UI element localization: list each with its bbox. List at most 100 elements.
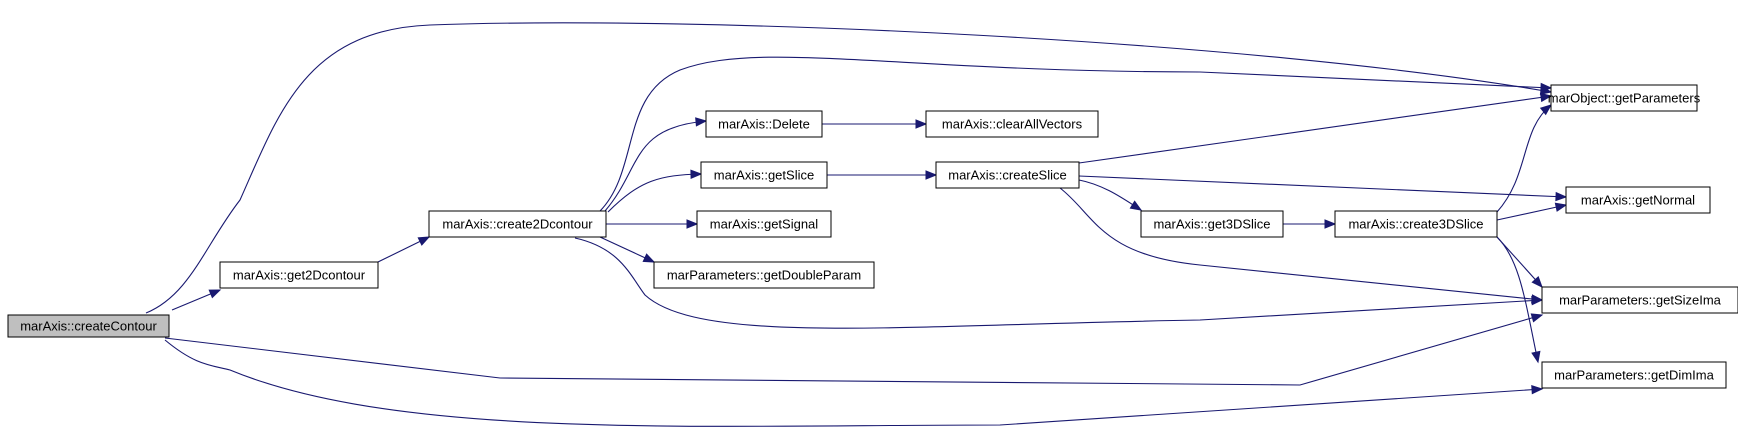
node-getSignal[interactable]: marAxis::getSignal <box>696 210 832 238</box>
node-label: marAxis::create2Dcontour <box>442 217 593 232</box>
arrowhead-icon <box>1129 200 1143 211</box>
edge-createSlice-to-get3DSlice <box>1078 179 1143 211</box>
edge-createContour-to-get2Dcontour <box>171 289 222 311</box>
arrowhead-icon <box>642 253 656 263</box>
edge-line <box>1496 104 1552 213</box>
node-label: marAxis::create3DSlice <box>1348 217 1483 232</box>
edge-createContour-to-getSizeIma <box>164 313 1544 386</box>
node-getNormal[interactable]: marAxis::getNormal <box>1565 186 1711 214</box>
node-getDimIma[interactable]: marParameters::getDimIma <box>1541 361 1727 389</box>
edge-create3DSlice-to-getNormal <box>1496 202 1568 221</box>
edge-line <box>1496 236 1539 363</box>
node-box[interactable] <box>1550 84 1698 112</box>
node-get3DSlice[interactable]: marAxis::get3DSlice <box>1140 210 1284 238</box>
edge-line <box>164 339 1543 427</box>
edge-Delete-to-clearAllVectors <box>822 119 928 129</box>
node-box[interactable] <box>1140 210 1284 238</box>
arrowhead-icon <box>417 236 431 246</box>
arrowhead-icon <box>1554 202 1568 212</box>
node-getSizeIma[interactable]: marParameters::getSizeIma <box>1541 286 1738 314</box>
arrowhead-icon <box>1555 191 1568 202</box>
node-clearAllVectors[interactable]: marAxis::clearAllVectors <box>925 110 1099 138</box>
call-graph-edges <box>145 22 1568 427</box>
node-label: marAxis::clearAllVectors <box>942 117 1083 132</box>
node-createContour[interactable]: marAxis::createContour <box>7 314 170 338</box>
arrowhead-icon <box>1531 294 1544 304</box>
node-get2Dcontour[interactable]: marAxis::get2Dcontour <box>219 261 379 289</box>
edge-line <box>1059 187 1543 301</box>
edge-create3DSlice-to-getParameters <box>1496 104 1553 213</box>
arrowhead-icon <box>1324 219 1337 229</box>
node-box[interactable] <box>925 110 1099 138</box>
edge-createSlice-to-getSizeIma <box>1059 187 1544 304</box>
node-createSlice[interactable]: marAxis::createSlice <box>935 161 1080 189</box>
edge-line <box>145 22 1552 314</box>
node-box[interactable] <box>935 161 1080 189</box>
edge-line <box>1496 204 1567 221</box>
edge-create2Dcontour-to-getSlice <box>607 169 703 213</box>
edge-line <box>164 314 1543 386</box>
node-label: marAxis::getNormal <box>1581 193 1695 208</box>
node-label: marAxis::Delete <box>718 117 810 132</box>
edge-create2Dcontour-to-getParameters <box>599 56 1553 212</box>
node-label: marAxis::getSlice <box>714 168 814 183</box>
node-box[interactable] <box>219 261 379 289</box>
node-label: marParameters::getDoubleParam <box>667 268 861 283</box>
call-graph-nodes: marAxis::createContour marAxis::get2Dcont… <box>7 84 1738 389</box>
edge-line <box>607 173 702 213</box>
node-box[interactable] <box>428 210 607 238</box>
node-box[interactable] <box>7 314 170 338</box>
arrowhead-icon <box>1531 384 1544 395</box>
arrowhead-icon <box>1531 276 1543 289</box>
arrowhead-icon <box>915 119 928 129</box>
arrowhead-icon <box>1540 82 1553 93</box>
node-box[interactable] <box>1565 186 1711 214</box>
arrowhead-icon <box>690 169 703 179</box>
node-label: marAxis::get2Dcontour <box>233 268 366 283</box>
edge-line <box>574 237 1543 329</box>
edge-createSlice-to-getNormal <box>1078 175 1568 202</box>
node-label: marAxis::createSlice <box>948 168 1066 183</box>
node-box[interactable] <box>1334 210 1498 238</box>
node-label: marAxis::get3DSlice <box>1153 217 1270 232</box>
node-create2Dcontour[interactable]: marAxis::create2Dcontour <box>428 210 607 238</box>
node-getParameters[interactable]: marObject::getParameters <box>1548 84 1701 112</box>
edge-create2Dcontour-to-getDoubleParam <box>599 236 656 263</box>
node-label: marParameters::getDimIma <box>1554 368 1714 383</box>
node-box[interactable] <box>700 161 828 189</box>
arrowhead-icon <box>208 289 222 299</box>
edge-line <box>1078 95 1552 164</box>
node-box[interactable] <box>1541 361 1727 389</box>
node-Delete[interactable]: marAxis::Delete <box>705 110 823 138</box>
node-label: marAxis::getSignal <box>710 217 818 232</box>
node-getSlice[interactable]: marAxis::getSlice <box>700 161 828 189</box>
node-box[interactable] <box>653 261 875 289</box>
edge-line <box>599 56 1552 212</box>
arrowhead-icon <box>1539 92 1553 103</box>
node-box[interactable] <box>696 210 832 238</box>
node-box[interactable] <box>1541 286 1738 314</box>
node-box[interactable] <box>705 110 823 138</box>
edge-create2Dcontour-to-getSignal <box>606 219 699 229</box>
edge-getSlice-to-createSlice <box>827 170 938 180</box>
node-label: marParameters::getSizeIma <box>1559 293 1722 308</box>
node-create3DSlice[interactable]: marAxis::create3DSlice <box>1334 210 1498 238</box>
edge-create3DSlice-to-getDimIma <box>1496 236 1541 364</box>
edge-line <box>604 120 707 212</box>
arrowhead-icon <box>925 170 938 180</box>
node-label: marObject::getParameters <box>1548 91 1701 106</box>
arrowhead-icon <box>1531 350 1541 364</box>
edge-createSlice-to-getParameters <box>1078 92 1553 164</box>
arrowhead-icon <box>1539 104 1553 116</box>
node-label: marAxis::createContour <box>20 319 157 334</box>
arrowhead-icon <box>695 117 708 127</box>
edge-createContour-to-getDimIma <box>164 339 1544 427</box>
arrowhead-icon <box>686 219 699 229</box>
edge-line <box>1078 175 1567 198</box>
edge-get2Dcontour-to-create2Dcontour <box>377 236 431 263</box>
arrowhead-icon <box>1530 313 1544 323</box>
edge-create2Dcontour-to-Delete <box>604 117 708 212</box>
edge-get3DSlice-to-create3DSlice <box>1283 219 1337 229</box>
node-getDoubleParam[interactable]: marParameters::getDoubleParam <box>653 261 875 289</box>
